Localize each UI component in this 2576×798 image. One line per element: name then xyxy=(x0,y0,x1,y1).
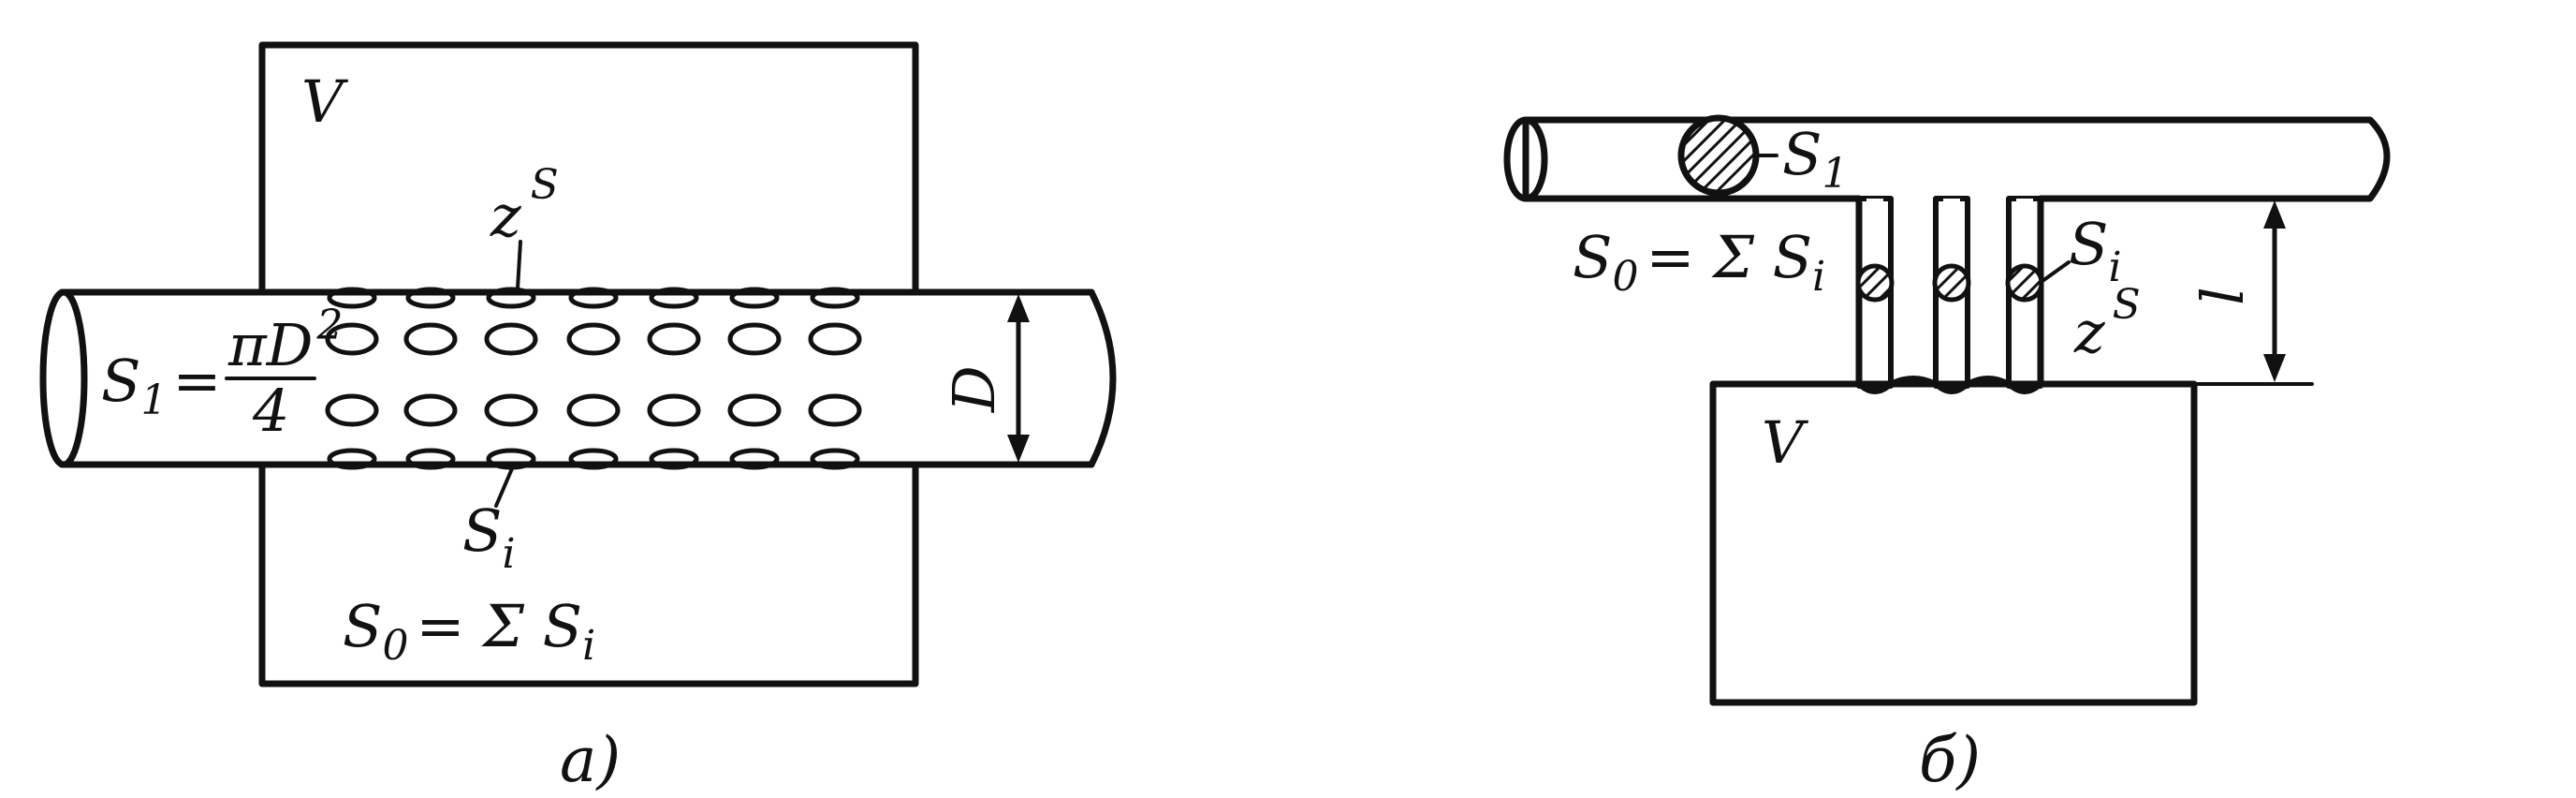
tube-cross-section-b xyxy=(1677,114,1760,197)
tube-area-denominator-a: 4 xyxy=(252,377,289,445)
tube-area-label-b: S1 xyxy=(1782,120,1848,198)
tube-a-right-end xyxy=(1088,288,1117,468)
total-area-label-a: S0= Σ Si xyxy=(343,592,595,670)
hole xyxy=(647,322,701,356)
hole xyxy=(729,287,780,309)
hole xyxy=(566,322,621,356)
hole xyxy=(327,287,377,309)
volume-label-b: V xyxy=(1762,408,1809,477)
hole xyxy=(727,322,782,356)
hole xyxy=(808,322,862,356)
neck-cross-section xyxy=(1855,263,1895,303)
caption-a: a) xyxy=(560,724,621,796)
hole xyxy=(325,393,379,427)
leader-si-b xyxy=(2041,260,2071,283)
leader-z-a xyxy=(516,240,522,290)
chamber-b xyxy=(1709,380,2198,706)
tube-b-left-end xyxy=(1503,116,1548,202)
hole xyxy=(649,448,699,470)
length-label-b: l xyxy=(2188,287,2257,305)
tube-a-left-end xyxy=(39,288,88,468)
tube-area-numerator-a: πD2 xyxy=(227,302,343,379)
hole-area-label-a: Si xyxy=(462,496,516,578)
diameter-label-a: D xyxy=(940,365,1008,413)
hole xyxy=(810,287,860,309)
hole xyxy=(405,448,456,470)
hole xyxy=(727,393,782,427)
hole xyxy=(568,448,619,470)
hole xyxy=(327,448,377,470)
hole xyxy=(405,287,456,309)
perforations-a xyxy=(325,287,862,470)
total-area-label-b: S0= Σ Si xyxy=(1573,223,1825,301)
hole xyxy=(647,393,701,427)
neck-cross-section xyxy=(2005,263,2044,303)
length-arrow-b xyxy=(2039,197,2314,386)
hole xyxy=(729,448,780,470)
hole-area-label-b: Si xyxy=(2069,210,2122,291)
hole xyxy=(568,287,619,309)
caption-b: б) xyxy=(1919,724,1981,796)
leader-si-a xyxy=(494,465,515,508)
hole xyxy=(486,287,536,309)
hole xyxy=(649,287,699,309)
neck-cross-section xyxy=(1932,263,1971,303)
hole xyxy=(484,322,538,356)
hole xyxy=(484,393,538,427)
diameter-arrow-a xyxy=(1007,294,1030,463)
hole xyxy=(325,322,379,356)
neck-bottoms-b xyxy=(1856,376,2043,394)
tube-b xyxy=(1522,116,2391,388)
hole xyxy=(403,322,458,356)
hole xyxy=(808,393,862,427)
tube-area-formula-a: S1= xyxy=(101,347,221,424)
volume-label-a: V xyxy=(301,67,349,136)
hole xyxy=(810,448,860,470)
hole xyxy=(403,393,458,427)
hole xyxy=(566,393,621,427)
